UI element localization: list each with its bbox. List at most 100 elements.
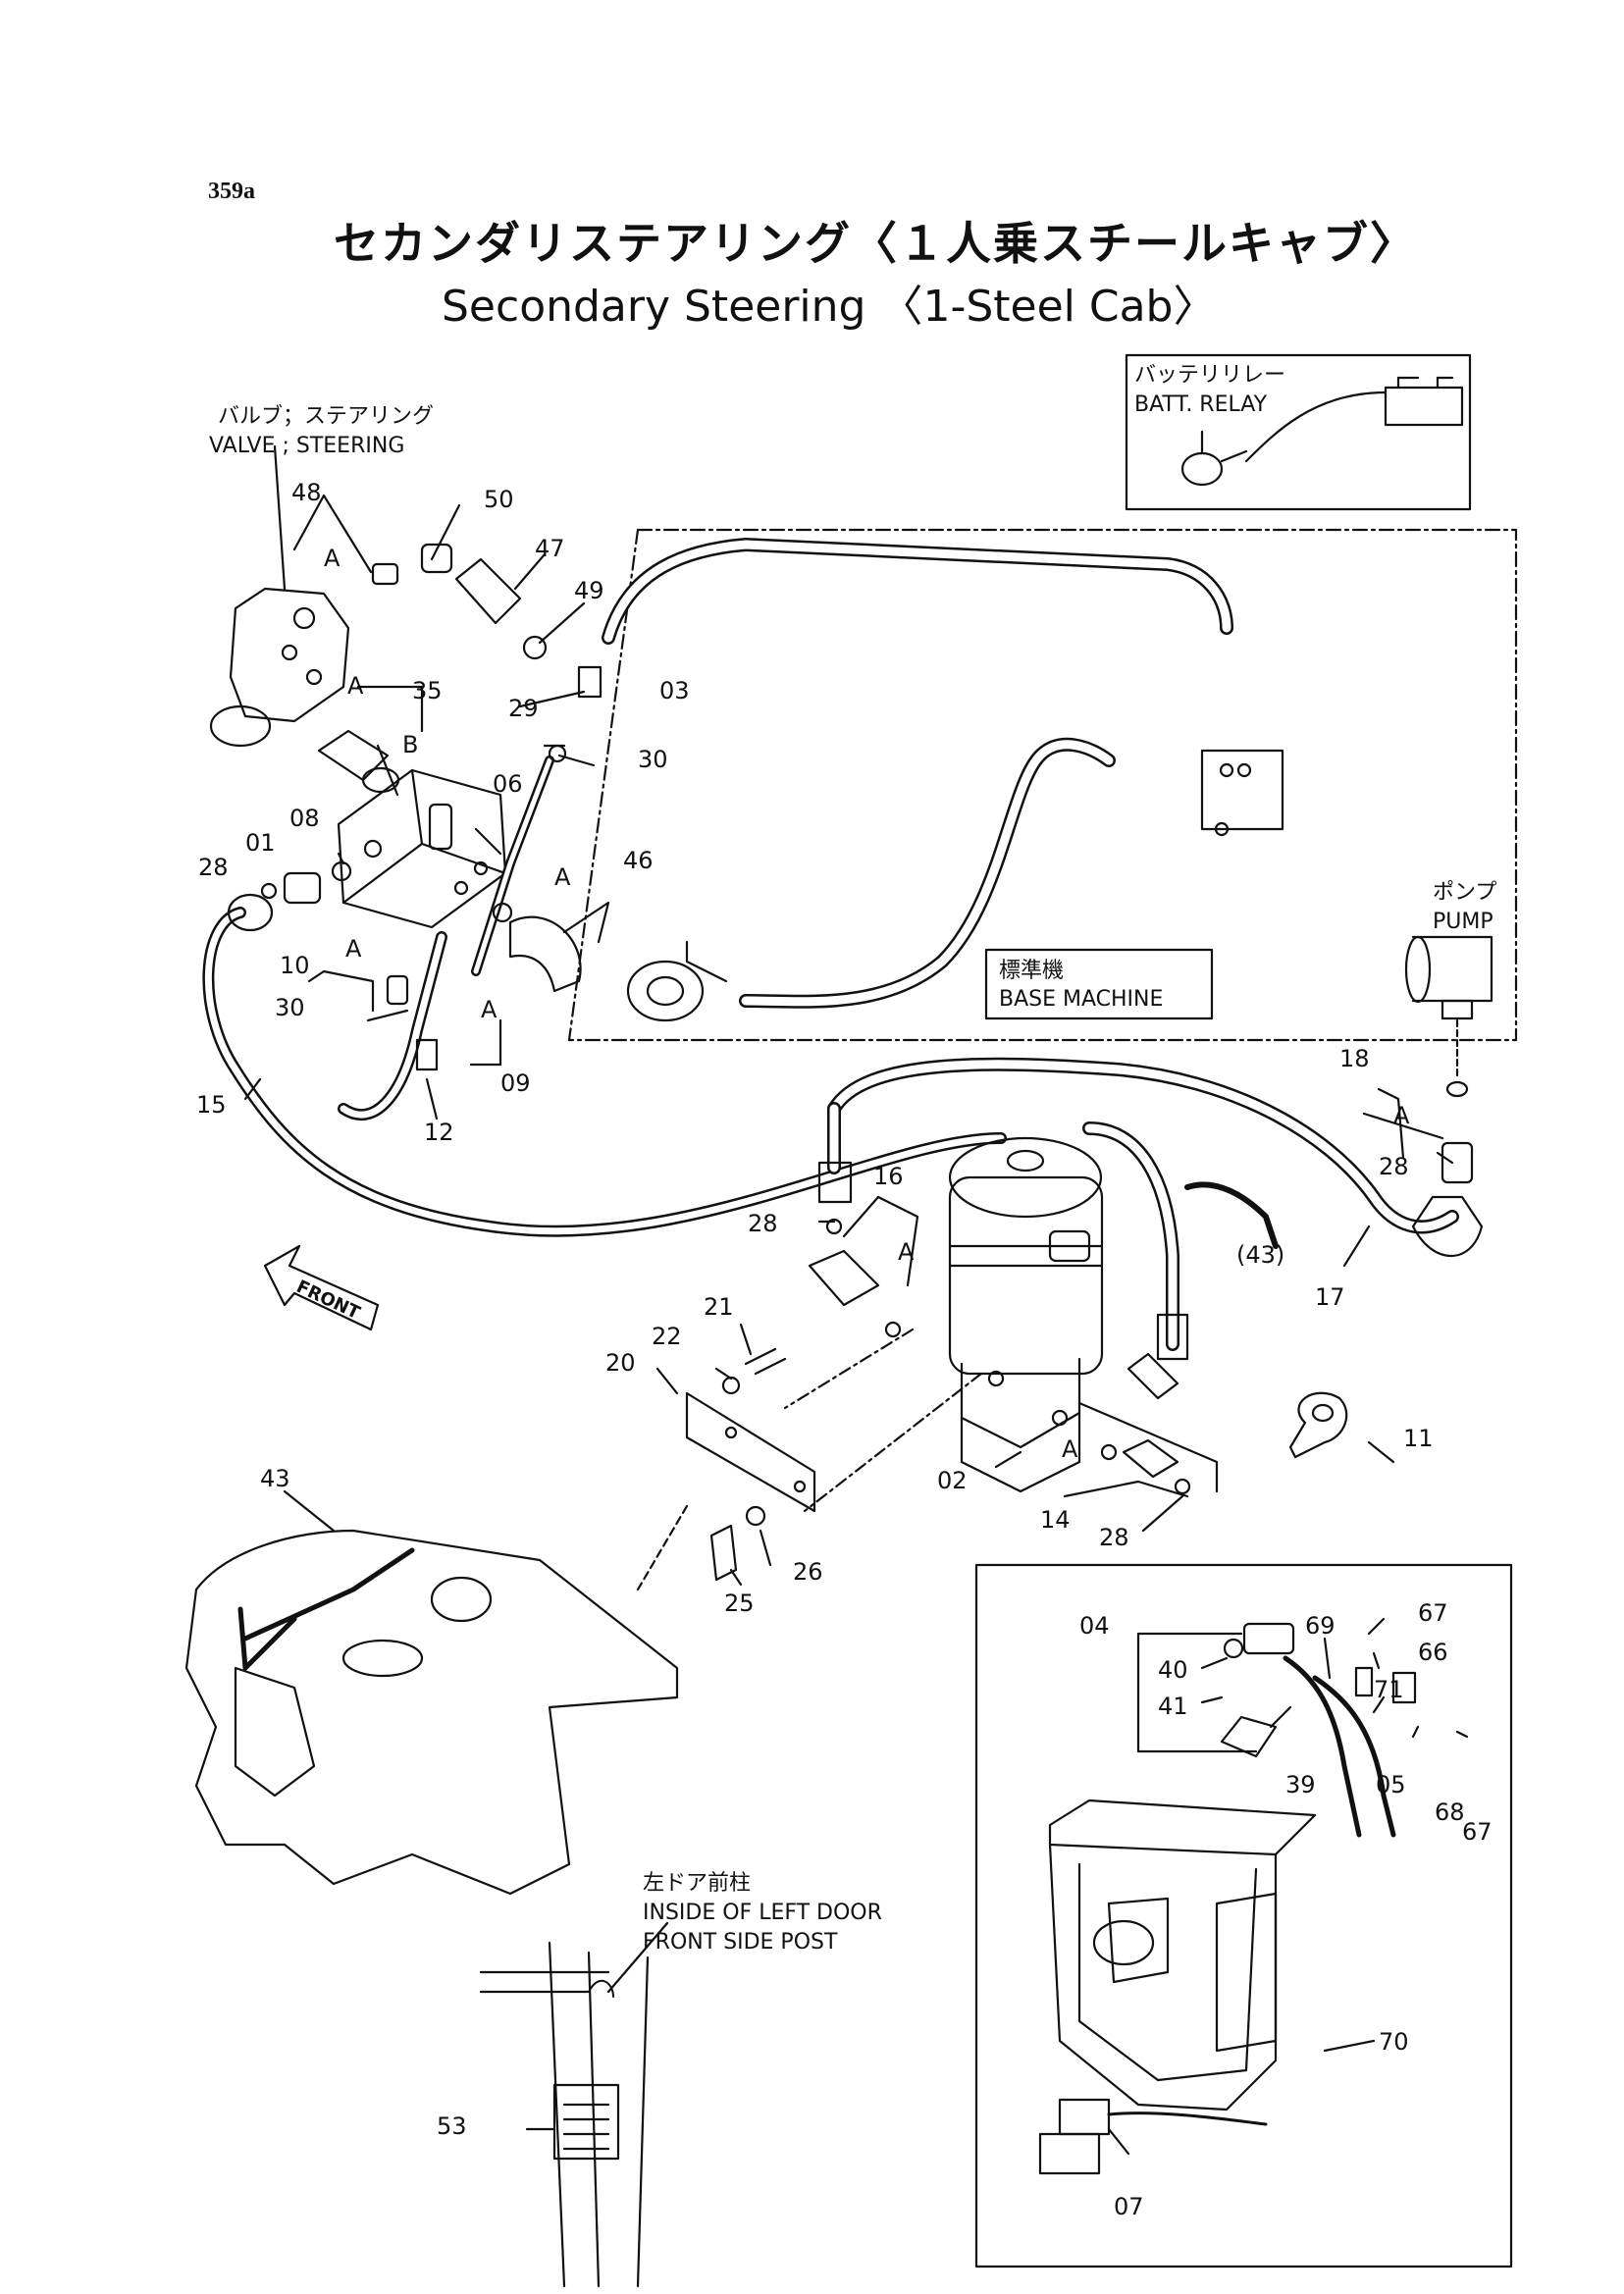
part-number: 53 <box>437 2112 467 2140</box>
part-number: 28 <box>1099 1524 1129 1551</box>
part-number: 29 <box>508 695 539 722</box>
solenoid-07 <box>1058 2098 1111 2136</box>
part-number: 30 <box>638 746 668 773</box>
switch-04 <box>1242 1622 1295 1655</box>
connection-letter: A <box>481 996 498 1023</box>
part-number: 03 <box>659 677 690 704</box>
part-number: 01 <box>245 829 276 857</box>
part-number: 69 <box>1305 1612 1336 1640</box>
part-number: (43) <box>1236 1241 1285 1269</box>
pump-label-en: PUMP <box>1433 910 1493 934</box>
part-number: 15 <box>196 1091 227 1119</box>
part-number: 10 <box>280 952 310 979</box>
cab-roof <box>1048 1799 1317 1856</box>
part-number: 17 <box>1315 1283 1345 1311</box>
part-number: 71 <box>1374 1676 1404 1703</box>
connector-05 <box>1354 1666 1374 1697</box>
part-number: 28 <box>198 854 229 881</box>
part-number: 18 <box>1339 1045 1370 1072</box>
fitting-16 <box>808 1249 880 1307</box>
fitting-47 <box>454 557 522 625</box>
connection-letter: A <box>1062 1435 1078 1463</box>
part-number: 41 <box>1158 1693 1188 1720</box>
fitting-48 <box>371 562 399 586</box>
manifold-block <box>337 768 507 929</box>
part-number: 35 <box>412 677 443 704</box>
front-arrow-icon <box>263 1244 380 1331</box>
part-number: 11 <box>1403 1425 1434 1452</box>
fitting-18 <box>1441 1141 1474 1184</box>
fitting-06 <box>548 744 567 763</box>
oring-18 <box>1445 1080 1469 1098</box>
valve-label-jp: バルブ；ステアリング <box>218 404 435 429</box>
base-valve-block <box>1200 749 1284 831</box>
base-machine-boundary <box>567 528 1518 1042</box>
bolt-21 <box>744 1347 787 1376</box>
part-number: 09 <box>500 1069 531 1097</box>
relay-label-en: BATT. RELAY <box>1134 392 1268 417</box>
part-number: 14 <box>1040 1506 1071 1534</box>
connection-letter: A <box>324 545 341 572</box>
base-fitting <box>626 960 705 1022</box>
base-machine-label-jp: 標準機 <box>999 959 1065 983</box>
connection-letter: A <box>1393 1102 1410 1129</box>
connection-letter: A <box>347 672 364 700</box>
part-number: 66 <box>1418 1639 1448 1666</box>
title-english: Secondary Steering 〈1-Steel Cab〉 <box>442 282 1217 332</box>
door-label-jp: 左ドア前柱 <box>643 1871 752 1896</box>
door-label-en-2: FRONT SIDE POST <box>643 1930 838 1955</box>
screw-68 <box>1391 1671 1417 1704</box>
fitting-03 <box>577 665 602 699</box>
part-number: 02 <box>937 1467 968 1494</box>
part-number: 22 <box>652 1323 682 1350</box>
bracket-plate <box>685 1391 816 1513</box>
fitting-01 <box>283 871 322 905</box>
connection-letter: A <box>554 863 571 891</box>
part-number: 06 <box>493 770 523 798</box>
part-number: 04 <box>1079 1612 1110 1640</box>
bolt-25 <box>709 1524 738 1582</box>
part-number: 28 <box>1379 1153 1409 1180</box>
part-number: 67 <box>1462 1818 1493 1846</box>
part-number: 47 <box>535 535 565 562</box>
fitting-10 <box>386 974 409 1006</box>
valve-label-en: VALVE ; STEERING <box>209 434 405 458</box>
clamp-11 <box>1288 1391 1348 1459</box>
relay-box <box>1125 353 1472 511</box>
connection-letter: A <box>345 935 362 963</box>
part-number: 08 <box>289 805 320 832</box>
page-number: 359a <box>208 179 255 204</box>
title-japanese: セカンダリステアリング〈１人乗スチールキャブ〉 <box>334 217 1417 270</box>
fitting-49 <box>522 635 548 660</box>
part-number: 16 <box>873 1163 904 1190</box>
part-number: 21 <box>704 1293 734 1321</box>
part-number: 48 <box>291 479 322 506</box>
part-number: 25 <box>724 1590 755 1617</box>
part-number: 26 <box>793 1558 823 1586</box>
part-number: 07 <box>1114 2193 1144 2220</box>
steering-valve <box>229 587 350 723</box>
relay-part <box>1180 451 1224 487</box>
connection-letter: A <box>898 1238 915 1266</box>
part-number: 39 <box>1285 1771 1316 1799</box>
part-number: 46 <box>623 847 654 874</box>
relay-label-jp: バッテリリレー <box>1134 363 1286 388</box>
part-number: 12 <box>424 1119 454 1146</box>
part-number: 68 <box>1435 1799 1465 1826</box>
fitting-35 <box>317 729 390 782</box>
battery-symbol <box>1384 386 1464 427</box>
fitting-upper <box>817 1161 853 1204</box>
part-number: 30 <box>275 994 305 1021</box>
part-number: 67 <box>1418 1599 1448 1627</box>
part-number: 70 <box>1379 2028 1409 2056</box>
pump <box>1411 935 1493 1003</box>
base-machine-box <box>984 948 1214 1020</box>
fitting-46 <box>508 915 582 993</box>
fitting-14 <box>1122 1438 1179 1479</box>
part-number: 49 <box>574 577 604 604</box>
part-number: 43 <box>260 1465 290 1492</box>
label-53 <box>552 2083 620 2161</box>
fitting-50 <box>420 543 453 574</box>
pump-label-jp: ポンプ <box>1433 880 1497 905</box>
